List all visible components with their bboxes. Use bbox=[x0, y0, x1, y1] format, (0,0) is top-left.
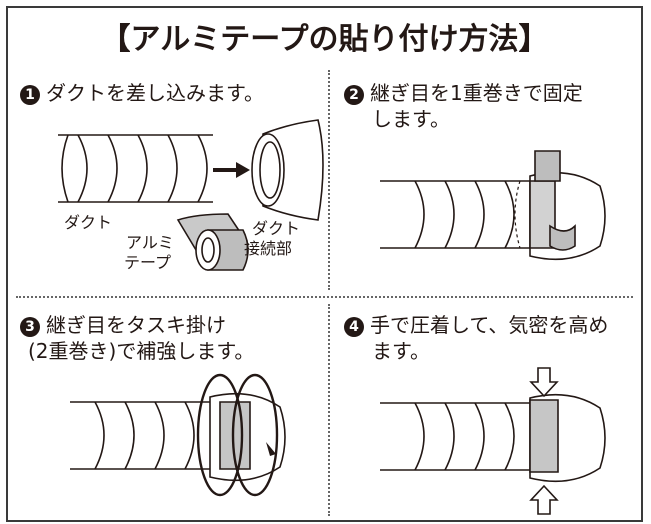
step-3-line1: 継ぎ目をタスキ掛け bbox=[46, 313, 226, 337]
step-3-line2: (2重巻き)で補強します。 bbox=[28, 339, 255, 363]
illustration-cross-wrap bbox=[70, 373, 286, 497]
label-duct: ダクト bbox=[64, 213, 113, 232]
step-1-line1: ダクトを差し込みます。 bbox=[46, 81, 264, 105]
label-alumi-tape-1: アルミ bbox=[126, 233, 174, 252]
step-number-badge: 3 bbox=[20, 317, 40, 337]
instruction-panel: 【アルミテープの貼り付け方法】 1 ダクトを差し込みます。 2 継ぎ目を1重巻きで固… bbox=[6, 6, 643, 522]
page-title: 【アルミテープの貼り付け方法】 bbox=[100, 22, 549, 57]
divider-horizontal bbox=[16, 296, 633, 298]
illustration-single-wrap bbox=[380, 150, 606, 261]
step-number-badge: 2 bbox=[344, 85, 364, 105]
illustration-press-seal bbox=[380, 367, 606, 515]
step-2-line1: 継ぎ目を1重巻きで固定 bbox=[370, 81, 583, 105]
divider-vertical-top bbox=[328, 70, 330, 290]
step-4-text: 4 手で圧着して、気密を高め ます。 bbox=[344, 312, 608, 364]
illustration-insert-duct bbox=[58, 119, 324, 271]
step-4-line2: ます。 bbox=[372, 339, 430, 363]
label-joint-1: ダクト bbox=[252, 219, 301, 238]
label-alumi-tape-2: テープ bbox=[124, 253, 172, 272]
step-2-line2: します。 bbox=[372, 107, 450, 131]
step-2-text: 2 継ぎ目を1重巻きで固定 します。 bbox=[344, 80, 583, 132]
step-3-text: 3 継ぎ目をタスキ掛け (2重巻き)で補強します。 bbox=[20, 312, 254, 364]
label-joint-2: 接続部 bbox=[244, 239, 293, 258]
step-1-text: 1 ダクトを差し込みます。 bbox=[20, 80, 264, 106]
step-number-badge: 1 bbox=[20, 85, 40, 105]
divider-vertical-bottom bbox=[328, 304, 330, 516]
step-4-line1: 手で圧着して、気密を高め bbox=[370, 313, 609, 337]
step-number-badge: 4 bbox=[344, 317, 364, 337]
